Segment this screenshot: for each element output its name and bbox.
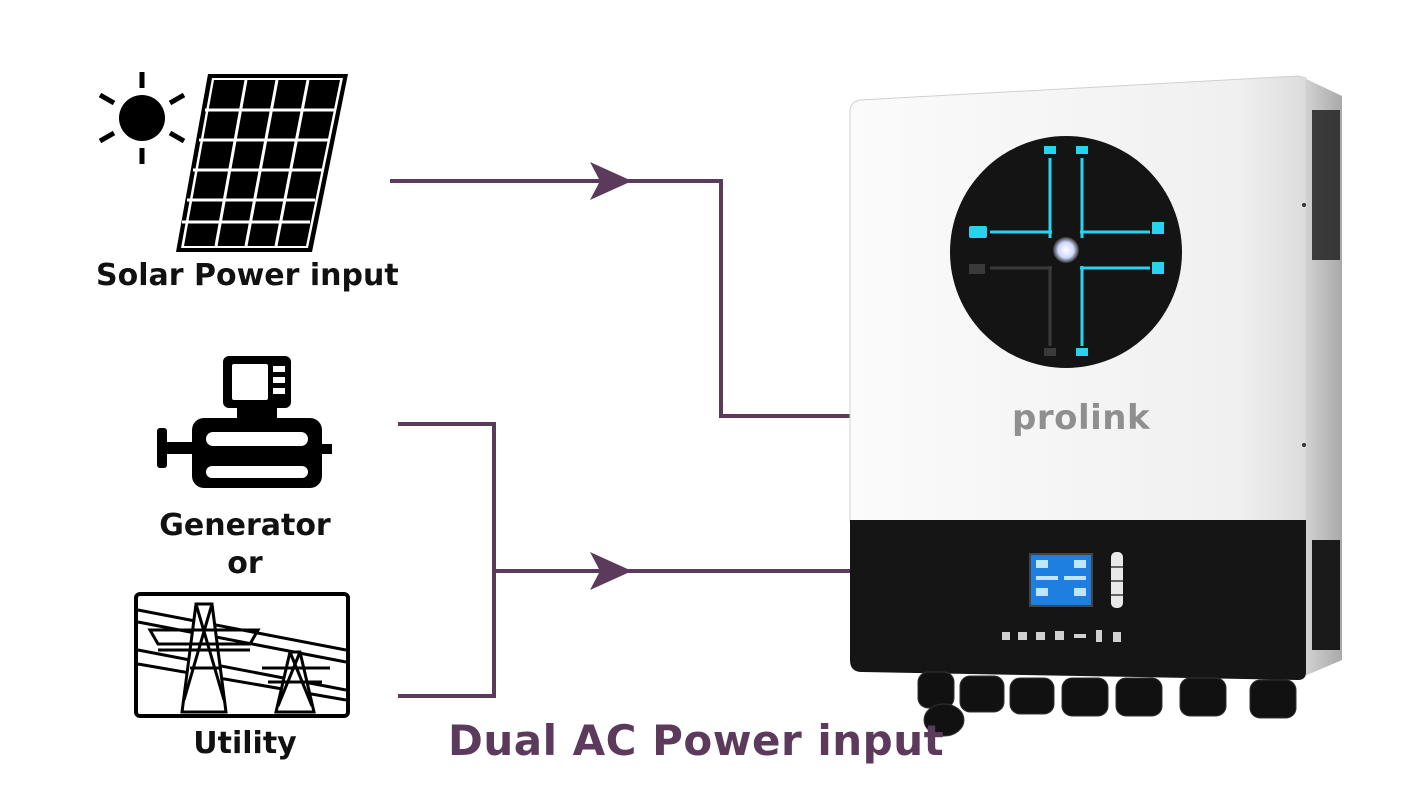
inverter-brand-logo: prolink — [1012, 398, 1151, 438]
solar-connector — [390, 179, 852, 418]
ac-connector — [398, 422, 852, 698]
dual-ac-label: Dual AC Power input — [448, 716, 945, 765]
utility-label: Utility — [193, 726, 297, 761]
sun-icon — [98, 72, 186, 164]
ac-arrow — [590, 552, 632, 590]
solar-panel-icon — [176, 74, 348, 252]
generator-label: Generator or — [140, 507, 350, 583]
power-tower-icon — [134, 592, 350, 718]
solar-input-label: Solar Power input — [96, 258, 399, 293]
solar-arrow — [590, 162, 632, 200]
generator-label-line1: Generator — [159, 508, 331, 543]
generator-icon — [157, 356, 332, 488]
inverter — [849, 75, 1342, 737]
generator-label-line2: or — [227, 546, 263, 581]
